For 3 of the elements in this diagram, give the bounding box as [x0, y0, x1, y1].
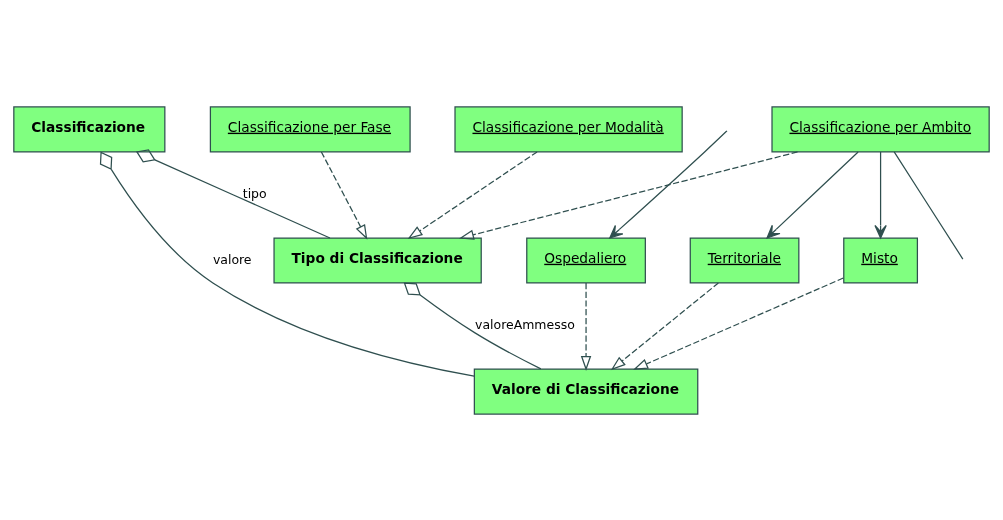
edge-label: valore — [212, 251, 252, 267]
edge-label: tipo — [242, 185, 267, 201]
edge-label: valoreAmmesso — [475, 316, 575, 332]
